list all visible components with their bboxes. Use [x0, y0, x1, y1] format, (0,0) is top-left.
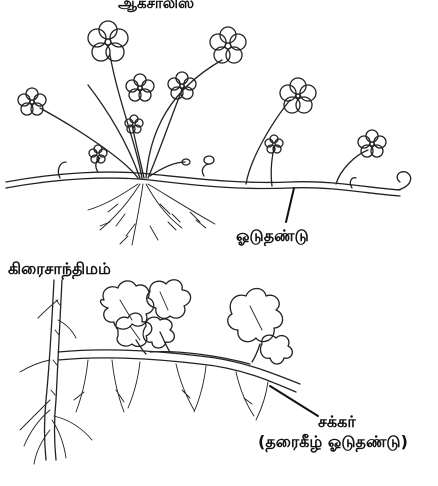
chrysanthemum-title: கிரைசாந்திமம்: [8, 261, 111, 277]
sucker-label: சக்கர்: [318, 414, 356, 430]
chrysanthemum-leaves: [101, 280, 293, 364]
runner-label: ஓடுதண்டு: [236, 228, 309, 244]
sucker-label-parenthetical: (தரைகீழ் ஓடுதண்டு): [258, 434, 408, 450]
oxalis-title: ஆகசாலிஸ: [118, 0, 194, 11]
